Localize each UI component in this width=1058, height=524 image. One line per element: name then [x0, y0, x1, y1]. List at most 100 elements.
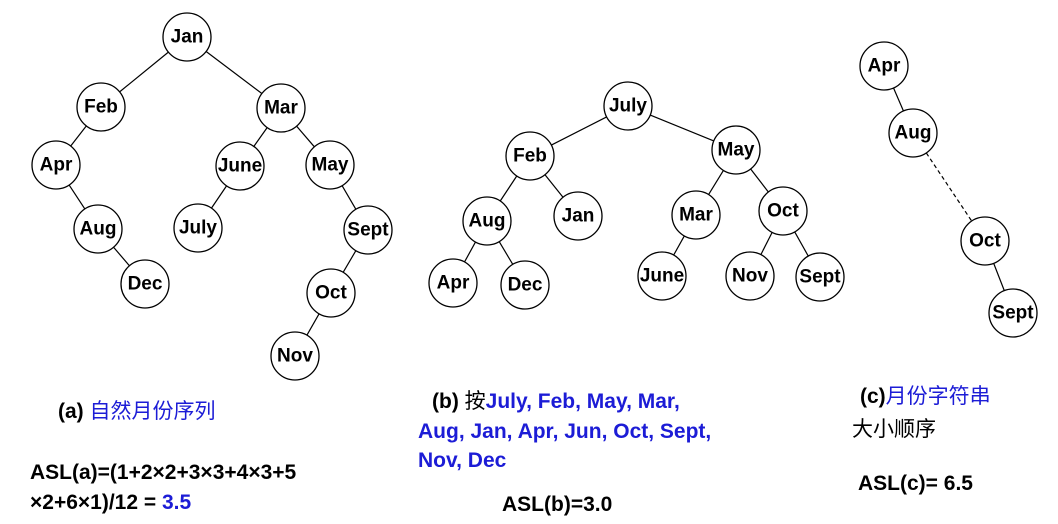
- node-circle: [637, 251, 687, 301]
- node-label: Feb: [513, 146, 547, 167]
- tree-b-edge-feb-aug: [499, 175, 518, 202]
- node-label: Dec: [508, 275, 543, 296]
- node-circle: [725, 251, 775, 301]
- tree-a-node-july: July: [173, 203, 223, 253]
- caption-c-title: 月份字符串: [885, 385, 991, 408]
- tree-c-node-oct: Oct: [960, 216, 1010, 266]
- tree-a-node-aug: Aug: [73, 204, 123, 254]
- node-circle: [215, 141, 265, 191]
- caption-b-seq2: Aug, Jan, Apr, Jun, Oct, Sept,: [418, 420, 712, 443]
- node-label: May: [312, 155, 349, 176]
- node-label: Nov: [277, 346, 313, 367]
- node-label: Oct: [315, 283, 347, 304]
- tree-a-node-dec: Dec: [120, 259, 170, 309]
- node-label: Jan: [562, 206, 595, 227]
- node-circle: [428, 258, 478, 308]
- tree-a-node-nov: Nov: [270, 331, 320, 381]
- tree-a-edge-feb-apr: [70, 125, 87, 147]
- tree-a-node-apr: Apr: [31, 140, 81, 190]
- tree-b-node-feb: Feb: [505, 131, 555, 181]
- tree-b-node-june: June: [637, 251, 687, 301]
- tree-b-node-mar: Mar: [671, 190, 721, 240]
- node-label: Mar: [679, 205, 713, 226]
- node-circle: [73, 204, 123, 254]
- tree-b-edge-may-mar: [708, 170, 724, 195]
- tree-b-edge-oct-nov: [760, 232, 773, 255]
- tree-c-edge-oct-sept: [993, 263, 1005, 291]
- tree-c-node-apr: Apr: [859, 41, 909, 91]
- tree-a-edge-jan-feb: [119, 51, 169, 93]
- tree-c-node-aug: Aug: [888, 108, 938, 158]
- asl-c: ASL(c)= 6.5: [858, 472, 973, 495]
- node-circle: [553, 191, 603, 241]
- tree-b-edge-july-feb: [551, 116, 607, 146]
- node-label: Apr: [868, 56, 901, 77]
- caption-a-title: 自然月份序列: [89, 400, 216, 423]
- tree-a-edge-may-sept: [341, 185, 357, 210]
- node-circle: [256, 83, 306, 133]
- tree-b-edge-july-may: [649, 114, 715, 142]
- tree-a-node-feb: Feb: [76, 82, 126, 132]
- node-circle: [758, 186, 808, 236]
- node-circle: [500, 260, 550, 310]
- caption-b-prefix: 按: [464, 390, 486, 413]
- tree-b-node-nov: Nov: [725, 251, 775, 301]
- node-circle: [343, 205, 393, 255]
- caption-a-label: (a): [58, 400, 90, 423]
- tree-a-node-mar: Mar: [256, 83, 306, 133]
- tree-a-edge-aug-dec: [113, 246, 130, 267]
- tree-a-edge-mar-june: [253, 127, 268, 147]
- caption-b-seq3: Nov, Dec: [418, 449, 507, 472]
- node-label: Apr: [437, 273, 470, 294]
- node-label: Aug: [469, 211, 506, 232]
- tree-b-edge-aug-apr: [464, 241, 476, 263]
- tree-a-node-sept: Sept: [343, 205, 393, 255]
- node-circle: [988, 288, 1038, 338]
- asl-a-line2: ×2+6×1)/12 = 3.5: [30, 489, 191, 517]
- tree-b-edge-feb-jan: [544, 174, 564, 198]
- node-circle: [888, 108, 938, 158]
- tree-a-edge-apr-aug: [68, 184, 86, 210]
- tree-a-node-oct: Oct: [306, 268, 356, 318]
- node-label: Oct: [767, 201, 799, 222]
- caption-b-seq1: July, Feb, May, Mar,: [485, 390, 680, 413]
- caption-c: (c)月份字符串: [860, 383, 991, 411]
- node-label: Sept: [992, 303, 1034, 324]
- tree-a-edge-jan-mar: [205, 50, 263, 95]
- node-label: June: [218, 156, 262, 177]
- node-circle: [173, 203, 223, 253]
- asl-a-value: 3.5: [161, 491, 192, 514]
- node-circle: [603, 81, 653, 131]
- node-circle: [120, 259, 170, 309]
- node-circle: [162, 12, 212, 62]
- node-label: Jan: [171, 27, 204, 48]
- node-label: Oct: [969, 231, 1001, 252]
- tree-a-node-jan: Jan: [162, 12, 212, 62]
- node-label: Feb: [84, 97, 118, 118]
- node-label: July: [609, 96, 647, 117]
- node-label: Aug: [895, 123, 932, 144]
- tree-b-edge-aug-dec: [498, 241, 514, 265]
- asl-a-line1: ASL(a)=(1+2×2+3×3+4×3+5: [30, 461, 297, 484]
- node-circle: [306, 268, 356, 318]
- tree-a-edge-mar-may: [296, 125, 315, 148]
- node-circle: [505, 131, 555, 181]
- node-label: Sept: [347, 220, 389, 241]
- caption-c-line2: 大小顺序: [852, 418, 936, 441]
- tree-b-node-dec: Dec: [500, 260, 550, 310]
- tree-c-edge-apr-aug: [892, 87, 905, 112]
- node-label: Mar: [264, 98, 298, 119]
- node-circle: [270, 331, 320, 381]
- caption-c-label: (c): [860, 385, 886, 408]
- tree-b-node-sept: Sept: [795, 252, 845, 302]
- tree-b-node-may: May: [711, 125, 761, 175]
- tree-b-node-oct: Oct: [758, 186, 808, 236]
- tree-a-node-june: June: [215, 141, 265, 191]
- tree-a-node-may: May: [305, 140, 355, 190]
- tree-a-edge-sept-oct: [342, 250, 357, 273]
- tree-b-edge-may-oct: [750, 168, 769, 193]
